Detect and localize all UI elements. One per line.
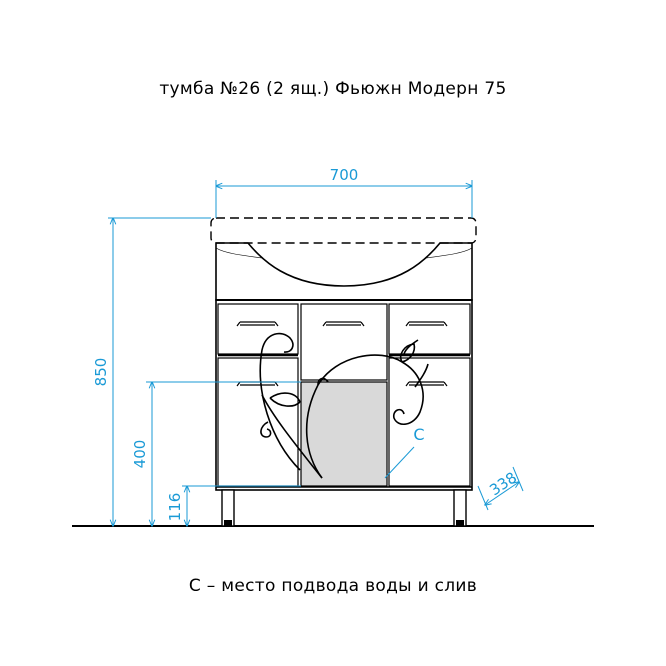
handle-center — [322, 321, 365, 327]
decor-swirl — [259, 332, 429, 479]
right-drawer — [388, 303, 471, 355]
dim-height-label: 850 — [92, 358, 110, 387]
legs — [221, 489, 467, 527]
left-drawer — [217, 303, 299, 355]
connection-zone — [300, 381, 388, 487]
dimensions — [108, 180, 524, 526]
handle-left-door — [236, 381, 279, 387]
drawing-title: тумба №26 (2 ящ.) Фьюжн Модерн 75 — [159, 79, 507, 99]
connection-marker: С — [413, 425, 424, 444]
handle-right-drawer — [405, 321, 448, 327]
dim-leg-label: 116 — [166, 493, 184, 522]
handle-left-drawer — [236, 321, 279, 327]
right-door — [388, 357, 471, 487]
legend-note: С – место подвода воды и слив — [188, 576, 478, 596]
dim-width-label: 700 — [330, 166, 359, 184]
center-panel — [300, 303, 388, 381]
dim-connection-label: 400 — [131, 440, 149, 469]
cabinet-body — [215, 299, 473, 491]
handle-right-door — [405, 381, 448, 387]
basin — [210, 217, 477, 301]
left-door — [217, 357, 299, 487]
